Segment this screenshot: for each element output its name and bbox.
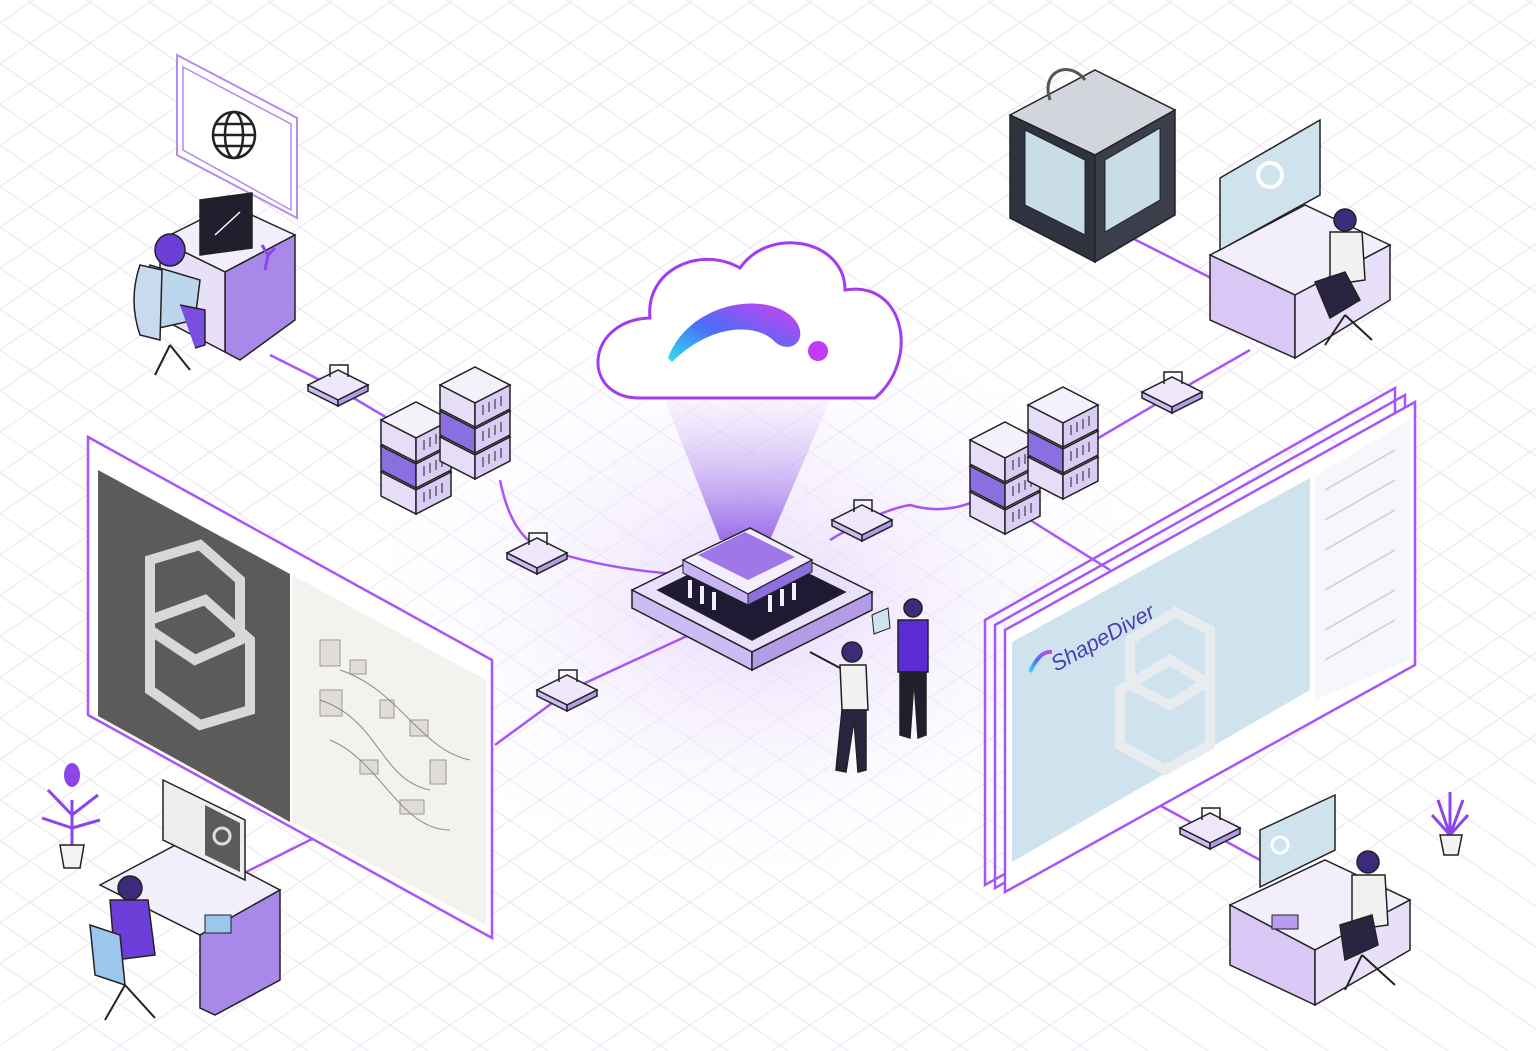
connector-icon [1178, 807, 1242, 851]
connector-icon [1140, 371, 1204, 415]
person-icon [133, 233, 206, 376]
cloud-platform [596, 241, 903, 540]
plant-icon [260, 244, 277, 271]
person-icon [89, 875, 156, 1021]
logo-swoosh-icon [1028, 649, 1053, 673]
workstation-bottom-right [1228, 792, 1470, 1007]
connector-icon [505, 532, 569, 576]
connector-icon [306, 364, 1242, 851]
cad-screen-left [86, 434, 494, 941]
workstation-top-right [1208, 118, 1392, 360]
connector-icon [830, 499, 894, 543]
person-icon [1339, 850, 1396, 991]
chip-icon [630, 527, 874, 672]
workstation-bottom-left [41, 763, 282, 1021]
server-icon [968, 386, 1100, 536]
people-center [809, 598, 929, 773]
monitor-icon [1219, 118, 1321, 252]
3d-printer [1008, 68, 1177, 264]
connector-icon [535, 669, 599, 713]
person-icon [809, 641, 869, 773]
person-icon [871, 598, 929, 740]
configurator-screen-right: ShapeDiver [983, 385, 1417, 895]
person-icon [1313, 208, 1373, 346]
connector-icon [306, 364, 370, 408]
plant-icon [41, 763, 101, 869]
plant-icon [1430, 792, 1470, 856]
monitor-icon [199, 192, 253, 256]
monitor-icon [1259, 793, 1336, 889]
server-icon [379, 366, 512, 516]
workstation-top-left [133, 192, 297, 376]
logo-swoosh-icon [668, 303, 828, 362]
globe-icon [211, 110, 257, 160]
monitor-icon [162, 778, 246, 882]
website-frame [176, 53, 298, 220]
